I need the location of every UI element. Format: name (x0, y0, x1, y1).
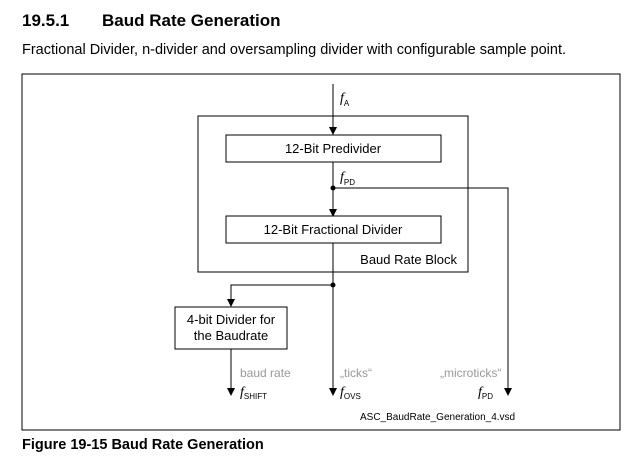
microticks-path (333, 187, 512, 396)
baudrate-divider-label-2: the Baudrate (194, 328, 268, 343)
diagram-file-name: ASC_BaudRate_Generation_4.vsd (360, 412, 515, 423)
baud-rate-block-label: Baud Rate Block (360, 252, 457, 267)
section-title: Baud Rate Generation (102, 11, 281, 30)
predivider-label: 12-Bit Predivider (285, 141, 382, 156)
fractional-divider-box (225, 215, 442, 244)
ovs-clock-label: fOVS (340, 385, 361, 401)
input-clock-label: fA (340, 91, 350, 108)
shift-caption: baud rate (240, 366, 291, 380)
pd-output-clock-label: fPD (478, 385, 493, 401)
shift-clock-label: fSHIFT (240, 385, 267, 401)
section-subtitle: Fractional Divider, n-divider and oversa… (22, 42, 567, 58)
figure-caption: Figure 19-15 Baud Rate Generation (22, 437, 264, 453)
diagram-frame (21, 73, 621, 431)
section-number: 19.5.1 (22, 11, 70, 30)
pd-output-caption: „microticks“ (440, 366, 501, 380)
ovs-caption: „ticks“ (340, 366, 372, 380)
baudrate-divider-label-1: 4-bit Divider for (187, 312, 276, 327)
predivider-box (225, 134, 442, 163)
baudrate-divider-box (174, 306, 288, 350)
pd-clock-label: fPD (340, 170, 355, 187)
section-heading: 19.5.1 Baud Rate Generation (22, 11, 281, 31)
divider-feed-path (227, 284, 333, 307)
fractional-divider-label: 12-Bit Fractional Divider (264, 222, 403, 237)
